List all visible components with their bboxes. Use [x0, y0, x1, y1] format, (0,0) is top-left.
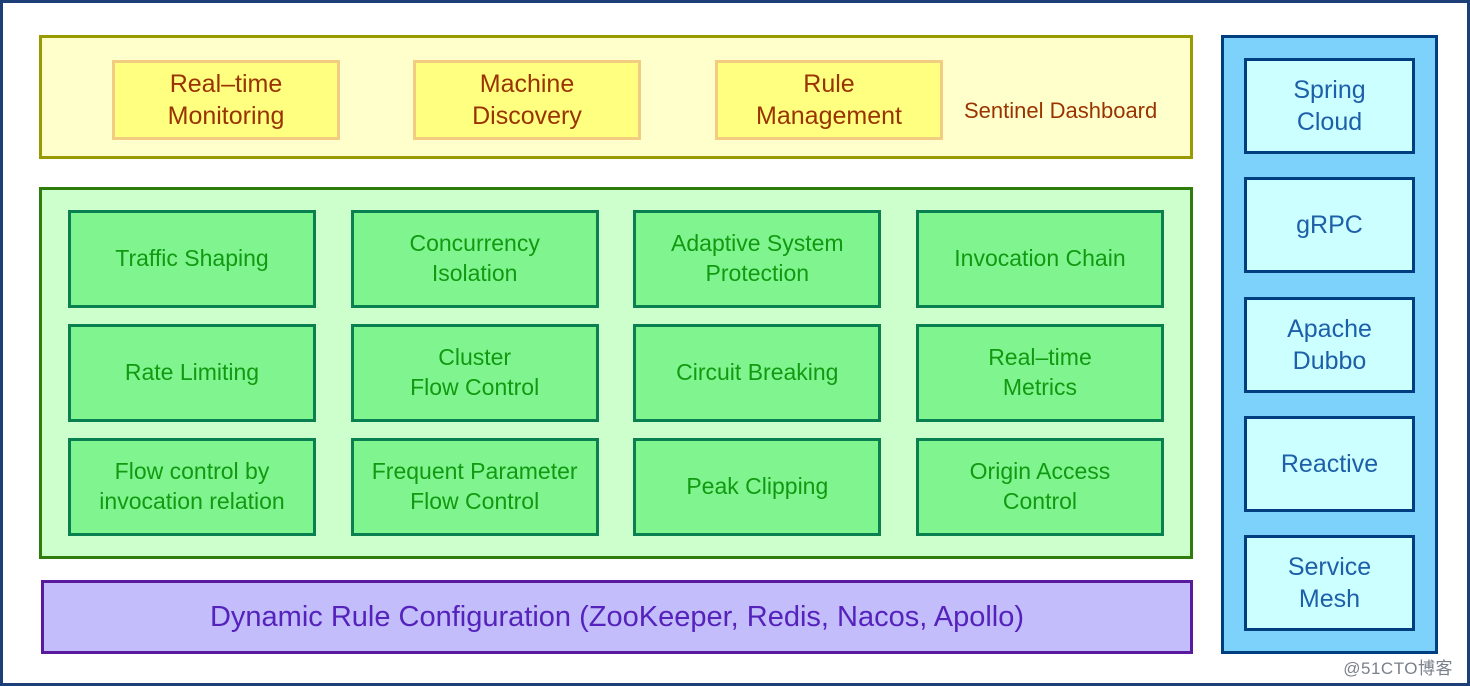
- integration-line2: Cloud: [1296, 108, 1363, 136]
- core-feature-label: Rate Limiting: [125, 358, 259, 388]
- integration-line2: Dubbo: [1292, 346, 1367, 375]
- core-feature-line1: Origin Access: [969, 458, 1111, 485]
- core-feature-line2: Metrics: [1002, 374, 1078, 400]
- core-feature-line2: Flow Control: [410, 374, 540, 400]
- dynamic-rule-configuration-label: Dynamic Rule Configuration (ZooKeeper, R…: [209, 600, 1024, 633]
- core-feature-line2: Isolation: [431, 260, 518, 286]
- core-feature-circuit-breaking: Circuit Breaking: [633, 324, 882, 422]
- sentinel-dashboard-label: Sentinel Dashboard: [964, 98, 1158, 123]
- core-feature-label: Traffic Shaping: [115, 244, 268, 274]
- integration-label: Reactive: [1281, 448, 1378, 480]
- core-feature-line1: Cluster: [438, 344, 512, 371]
- dashboard-card-line2: Discovery: [472, 102, 582, 130]
- core-feature-line1: Circuit Breaking: [676, 359, 839, 386]
- core-feature-line2: Control: [1002, 488, 1078, 514]
- integration-line1: Spring: [1293, 76, 1366, 104]
- integration-line2: Mesh: [1298, 585, 1361, 613]
- dashboard-card-line2: Monitoring: [167, 102, 285, 130]
- integration-reactive: Reactive: [1244, 415, 1415, 512]
- core-feature-invocation-chain: Invocation Chain: [915, 210, 1164, 308]
- integration-line1: gRPC: [1296, 211, 1363, 240]
- core-feature-line1: Real–time: [988, 344, 1092, 371]
- core-feature-traffic-shaping: Traffic Shaping: [68, 210, 316, 308]
- core-feature-flow-control-by-invocation-relation: Flow control by invocation relation: [68, 438, 316, 536]
- core-feature-line1: Concurrency: [409, 230, 540, 257]
- dashboard-card-line1: Real–time: [169, 70, 283, 98]
- core-feature-label: Invocation Chain: [954, 244, 1125, 274]
- core-feature-row: Flow control by invocation relation Frequ…: [68, 438, 1164, 536]
- watermark: @51CTO博客: [1343, 659, 1453, 678]
- integration-line1: Reactive: [1280, 449, 1379, 478]
- integration-label: gRPC: [1296, 209, 1363, 241]
- core-feature-line1: Peak Clipping: [686, 473, 829, 500]
- dashboard-card-line1: Machine: [479, 70, 575, 98]
- core-feature-line1: Traffic Shaping: [115, 245, 269, 272]
- integration-line1: Service: [1287, 553, 1372, 581]
- dashboard-card-line2: Management: [756, 102, 902, 130]
- core-feature-label: Circuit Breaking: [676, 358, 838, 388]
- core-feature-line1: Frequent Parameter: [371, 458, 578, 485]
- core-feature-line1: Rate Limiting: [124, 359, 260, 386]
- core-feature-line2: invocation relation: [99, 488, 285, 514]
- core-feature-peak-clipping: Peak Clipping: [633, 438, 882, 536]
- integration-line1: Apache: [1287, 314, 1372, 343]
- integration-grpc: gRPC: [1244, 177, 1415, 274]
- core-feature-line2: Flow Control: [410, 488, 540, 514]
- core-feature-line1: Adaptive System: [671, 230, 844, 257]
- core-feature-rate-limiting: Rate Limiting: [68, 324, 316, 422]
- core-feature-line1: Flow control by: [114, 458, 270, 485]
- core-feature-line1: Invocation Chain: [954, 245, 1126, 272]
- core-feature-line2: Protection: [705, 260, 810, 286]
- core-feature-label: Flow control by invocation relation: [99, 457, 284, 517]
- core-feature-label: Peak Clipping: [686, 472, 828, 502]
- dynamic-rule-configuration-bar: Dynamic Rule Configuration (ZooKeeper, R…: [41, 580, 1193, 654]
- dashboard-card-line1: Rule: [803, 70, 855, 98]
